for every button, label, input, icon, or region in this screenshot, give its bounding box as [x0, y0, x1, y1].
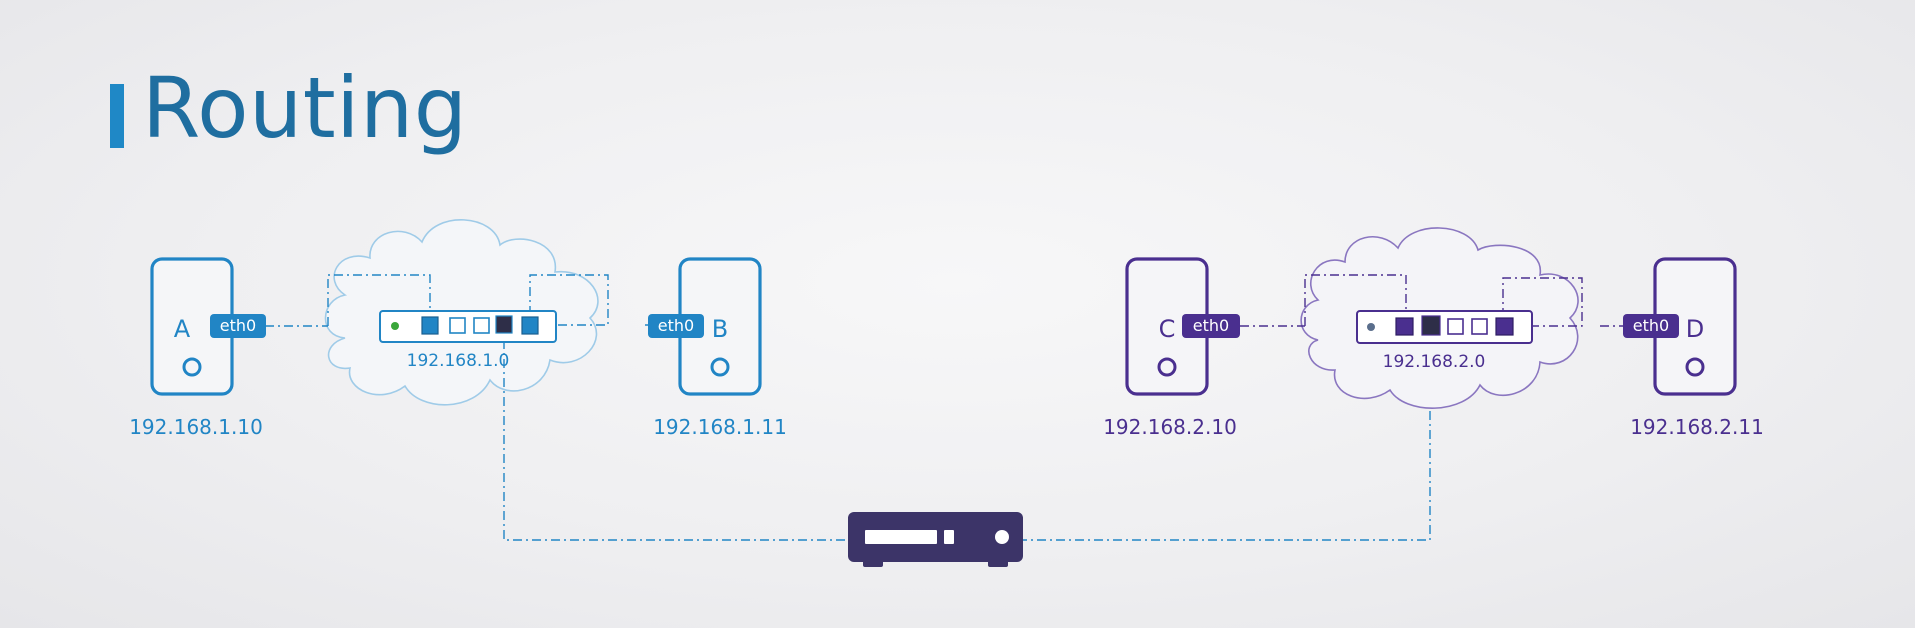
switch-2-port-1[interactable]: [1395, 317, 1414, 336]
switch-1-port-1[interactable]: [421, 316, 439, 335]
host-b-interface-label: eth0: [658, 316, 694, 335]
router-foot-left: [863, 552, 883, 567]
switch-1-port-5[interactable]: [521, 316, 539, 335]
switch-1-port-4[interactable]: [495, 315, 513, 334]
host-c-power-icon: [1157, 357, 1177, 377]
host-c-ip-address: 192.168.2.10: [1103, 415, 1237, 439]
host-c-eth0-port[interactable]: [1182, 314, 1240, 338]
router-power-led-icon: [995, 530, 1009, 544]
host-d[interactable]: eth0 D: [1623, 257, 1737, 396]
switch-1-status-led-icon: [391, 322, 399, 330]
host-b-power-icon: [710, 357, 730, 377]
host-d-eth0-port[interactable]: [1623, 314, 1679, 338]
switch-2[interactable]: 192.168.2.0: [1356, 310, 1533, 372]
switch-2-status-led-icon: [1367, 323, 1375, 331]
host-b-eth0-port[interactable]: [648, 314, 704, 338]
router-display-slot: [865, 530, 937, 544]
switch-1-port-3[interactable]: [473, 317, 490, 334]
switch-2-network-address: 192.168.2.0: [1383, 352, 1486, 372]
host-d-interface-label: eth0: [1633, 316, 1669, 335]
host-d-ip-address: 192.168.2.11: [1630, 415, 1764, 439]
host-d-letter: D: [1686, 315, 1704, 343]
switch-2-port-5[interactable]: [1495, 317, 1514, 336]
router-indicator: [944, 530, 954, 544]
switch-2-port-2[interactable]: [1421, 315, 1441, 336]
switch-2-port-4[interactable]: [1471, 318, 1488, 335]
host-a-ip-address: 192.168.1.10: [129, 415, 263, 439]
host-b-ip-address: 192.168.1.11: [653, 415, 787, 439]
host-d-power-icon: [1685, 357, 1705, 377]
network-2-links: [1240, 274, 1623, 327]
switch-1-port-2[interactable]: [449, 317, 466, 334]
host-a-power-icon: [182, 357, 202, 377]
host-c-interface-label: eth0: [1193, 316, 1229, 335]
host-c[interactable]: C eth0: [1125, 257, 1240, 396]
host-a-interface-label: eth0: [220, 316, 256, 335]
host-a[interactable]: A eth0: [150, 257, 266, 396]
switch-1-network-address: 192.168.1.0: [407, 351, 510, 371]
switch-1[interactable]: 192.168.1.0: [379, 310, 557, 371]
host-a-eth0-port[interactable]: [210, 314, 266, 338]
host-b-letter: B: [712, 315, 728, 343]
host-a-letter: A: [174, 315, 191, 343]
router-icon[interactable]: [848, 512, 1023, 567]
host-b[interactable]: eth0 B: [648, 257, 762, 396]
router-foot-right: [988, 552, 1008, 567]
host-c-letter: C: [1159, 315, 1176, 343]
title-accent-bar: [110, 84, 124, 148]
slide-title: Routing: [142, 59, 468, 157]
switch-2-port-3[interactable]: [1447, 318, 1464, 335]
